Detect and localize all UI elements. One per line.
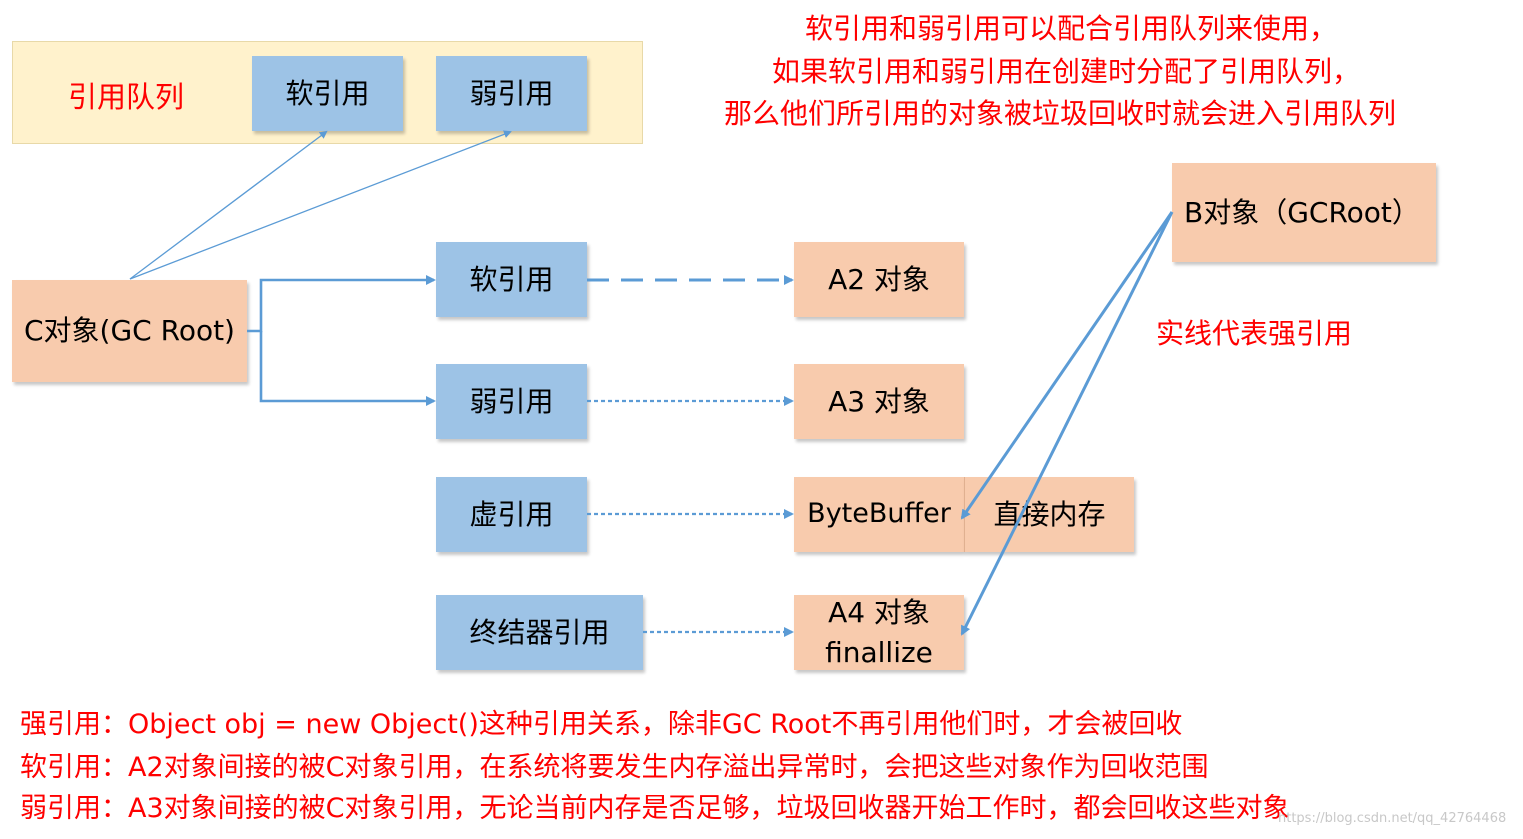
b-object-gc-root: B对象（GCRoot） [1172,163,1436,262]
direct-memory-box: 直接内存 [964,477,1134,552]
c-object-gc-root: C对象(GC Root) [12,280,247,382]
top-note-line-2: 如果软引用和弱引用在创建时分配了引用队列， [772,55,1361,88]
c-to-weak-ref-arrow [259,331,436,406]
top-note-line-1: 软引用和弱引用可以配合引用队列来使用， [805,12,1338,45]
soft-reference-note: 软引用：A2对象间接的被C对象引用，在系统将要发生内存溢出异常时，会把这些对象作… [20,752,1209,783]
queue-soft-reference-box: 软引用 [252,56,403,131]
b-to-a4-arrow [960,211,1174,636]
a3-object-box: A3 对象 [794,364,964,439]
solid-line-legend: 实线代表强引用 [1156,317,1353,350]
queue-weak-reference-box: 弱引用 [436,56,587,131]
strong-reference-note: 强引用：Object obj = new Object()这种引用关系，除非GC… [20,709,1183,740]
c-to-queue-soft-arrow [129,130,328,280]
b-to-bytebuffer-arrow [960,211,1174,520]
watermark: https://blog.csdn.net/qq_42764468 [1278,811,1507,826]
reference-queue-label: 引用队列 [68,80,185,114]
a4-object-box: A4 对象 finallize [794,595,964,670]
bytebuffer-box: ByteBuffer [794,477,964,552]
weak-reference-note: 弱引用：A3对象间接的被C对象引用，无论当前内存是否足够，垃圾回收器开始工作时，… [20,793,1290,824]
weak-reference-box: 弱引用 [436,364,587,439]
finalizer-reference-box: 终结器引用 [436,595,643,670]
soft-reference-box: 软引用 [436,242,587,317]
a4-finalize-label: finallize [825,635,933,669]
phantom-reference-box: 虚引用 [436,477,587,552]
top-note-line-3: 那么他们所引用的对象被垃圾回收时就会进入引用队列 [724,97,1397,130]
a4-object-label: A4 对象 [828,596,930,630]
a2-object-box: A2 对象 [794,242,964,317]
c-to-soft-ref-arrow [247,275,436,333]
